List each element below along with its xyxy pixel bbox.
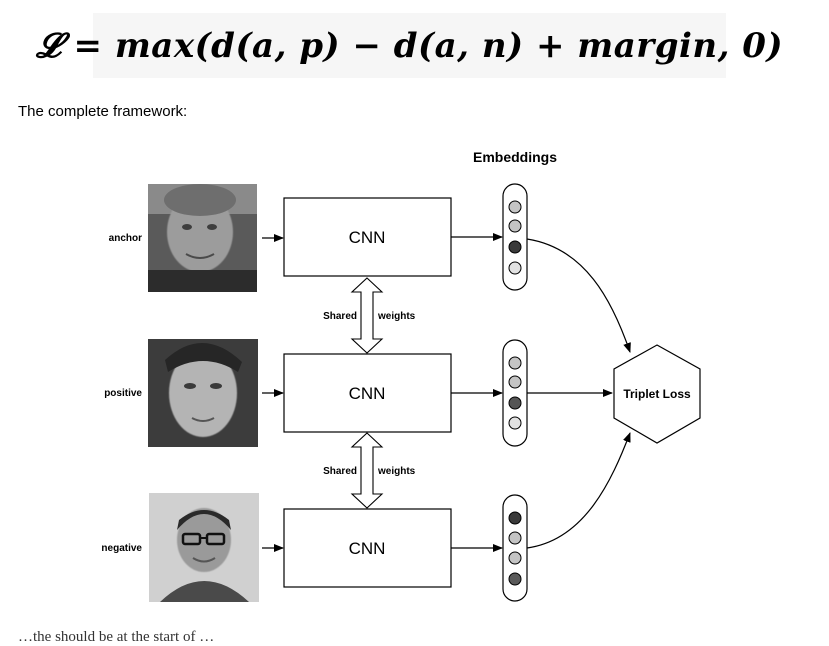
cnn-box-positive: CNN — [283, 353, 452, 433]
row-label-positive: positive — [104, 388, 142, 399]
embedding-dot — [508, 240, 522, 254]
weights-label: weights — [377, 466, 416, 477]
negative-face-photo — [149, 493, 259, 602]
embedding-dot — [508, 219, 522, 233]
positive-face-photo — [148, 339, 258, 447]
row-label-negative: negative — [101, 543, 142, 554]
triplet-loss-label: Triplet Loss — [623, 387, 691, 401]
shared-weights-arrow-bottom: Shared weights — [323, 432, 416, 509]
cnn-box-negative: CNN — [283, 508, 452, 588]
embedding-anchor — [502, 183, 528, 291]
arrow-anchor-to-loss — [526, 238, 631, 353]
embedding-dot — [508, 572, 522, 586]
triplet-loss-node: Triplet Loss — [613, 344, 701, 444]
shared-weights-arrow-top: Shared weights — [323, 277, 416, 354]
weights-label: weights — [377, 311, 416, 322]
embeddings-title: Embeddings — [473, 149, 557, 165]
cnn-label: CNN — [349, 384, 386, 403]
formula-box: 𝓛 = max(d(a, p) − d(a, n) + margin, 0) — [35, 13, 784, 78]
embedding-dot — [508, 416, 522, 430]
embedding-dot — [508, 551, 522, 565]
bottom-text: …the should be at the start of … — [18, 629, 215, 645]
cnn-label: CNN — [349, 228, 386, 247]
cnn-box-anchor: CNN — [283, 197, 452, 277]
triplet-loss-formula: 𝓛 = max(d(a, p) − d(a, n) + margin, 0) — [35, 25, 784, 66]
embedding-dot — [508, 261, 522, 275]
embedding-dot — [508, 511, 522, 525]
shared-label: Shared — [323, 311, 357, 322]
embedding-dot — [508, 356, 522, 370]
embedding-positive — [502, 339, 528, 447]
cnn-label: CNN — [349, 539, 386, 558]
arrow-negative-to-loss — [526, 432, 631, 549]
embedding-negative — [502, 494, 528, 602]
embedding-dot — [508, 375, 522, 389]
caption: The complete framework: — [18, 103, 188, 120]
embedding-dot — [508, 531, 522, 545]
anchor-face-photo — [148, 184, 257, 292]
shared-label: Shared — [323, 466, 357, 477]
row-label-anchor: anchor — [109, 233, 142, 244]
embedding-dot — [508, 200, 522, 214]
embedding-dot — [508, 396, 522, 410]
